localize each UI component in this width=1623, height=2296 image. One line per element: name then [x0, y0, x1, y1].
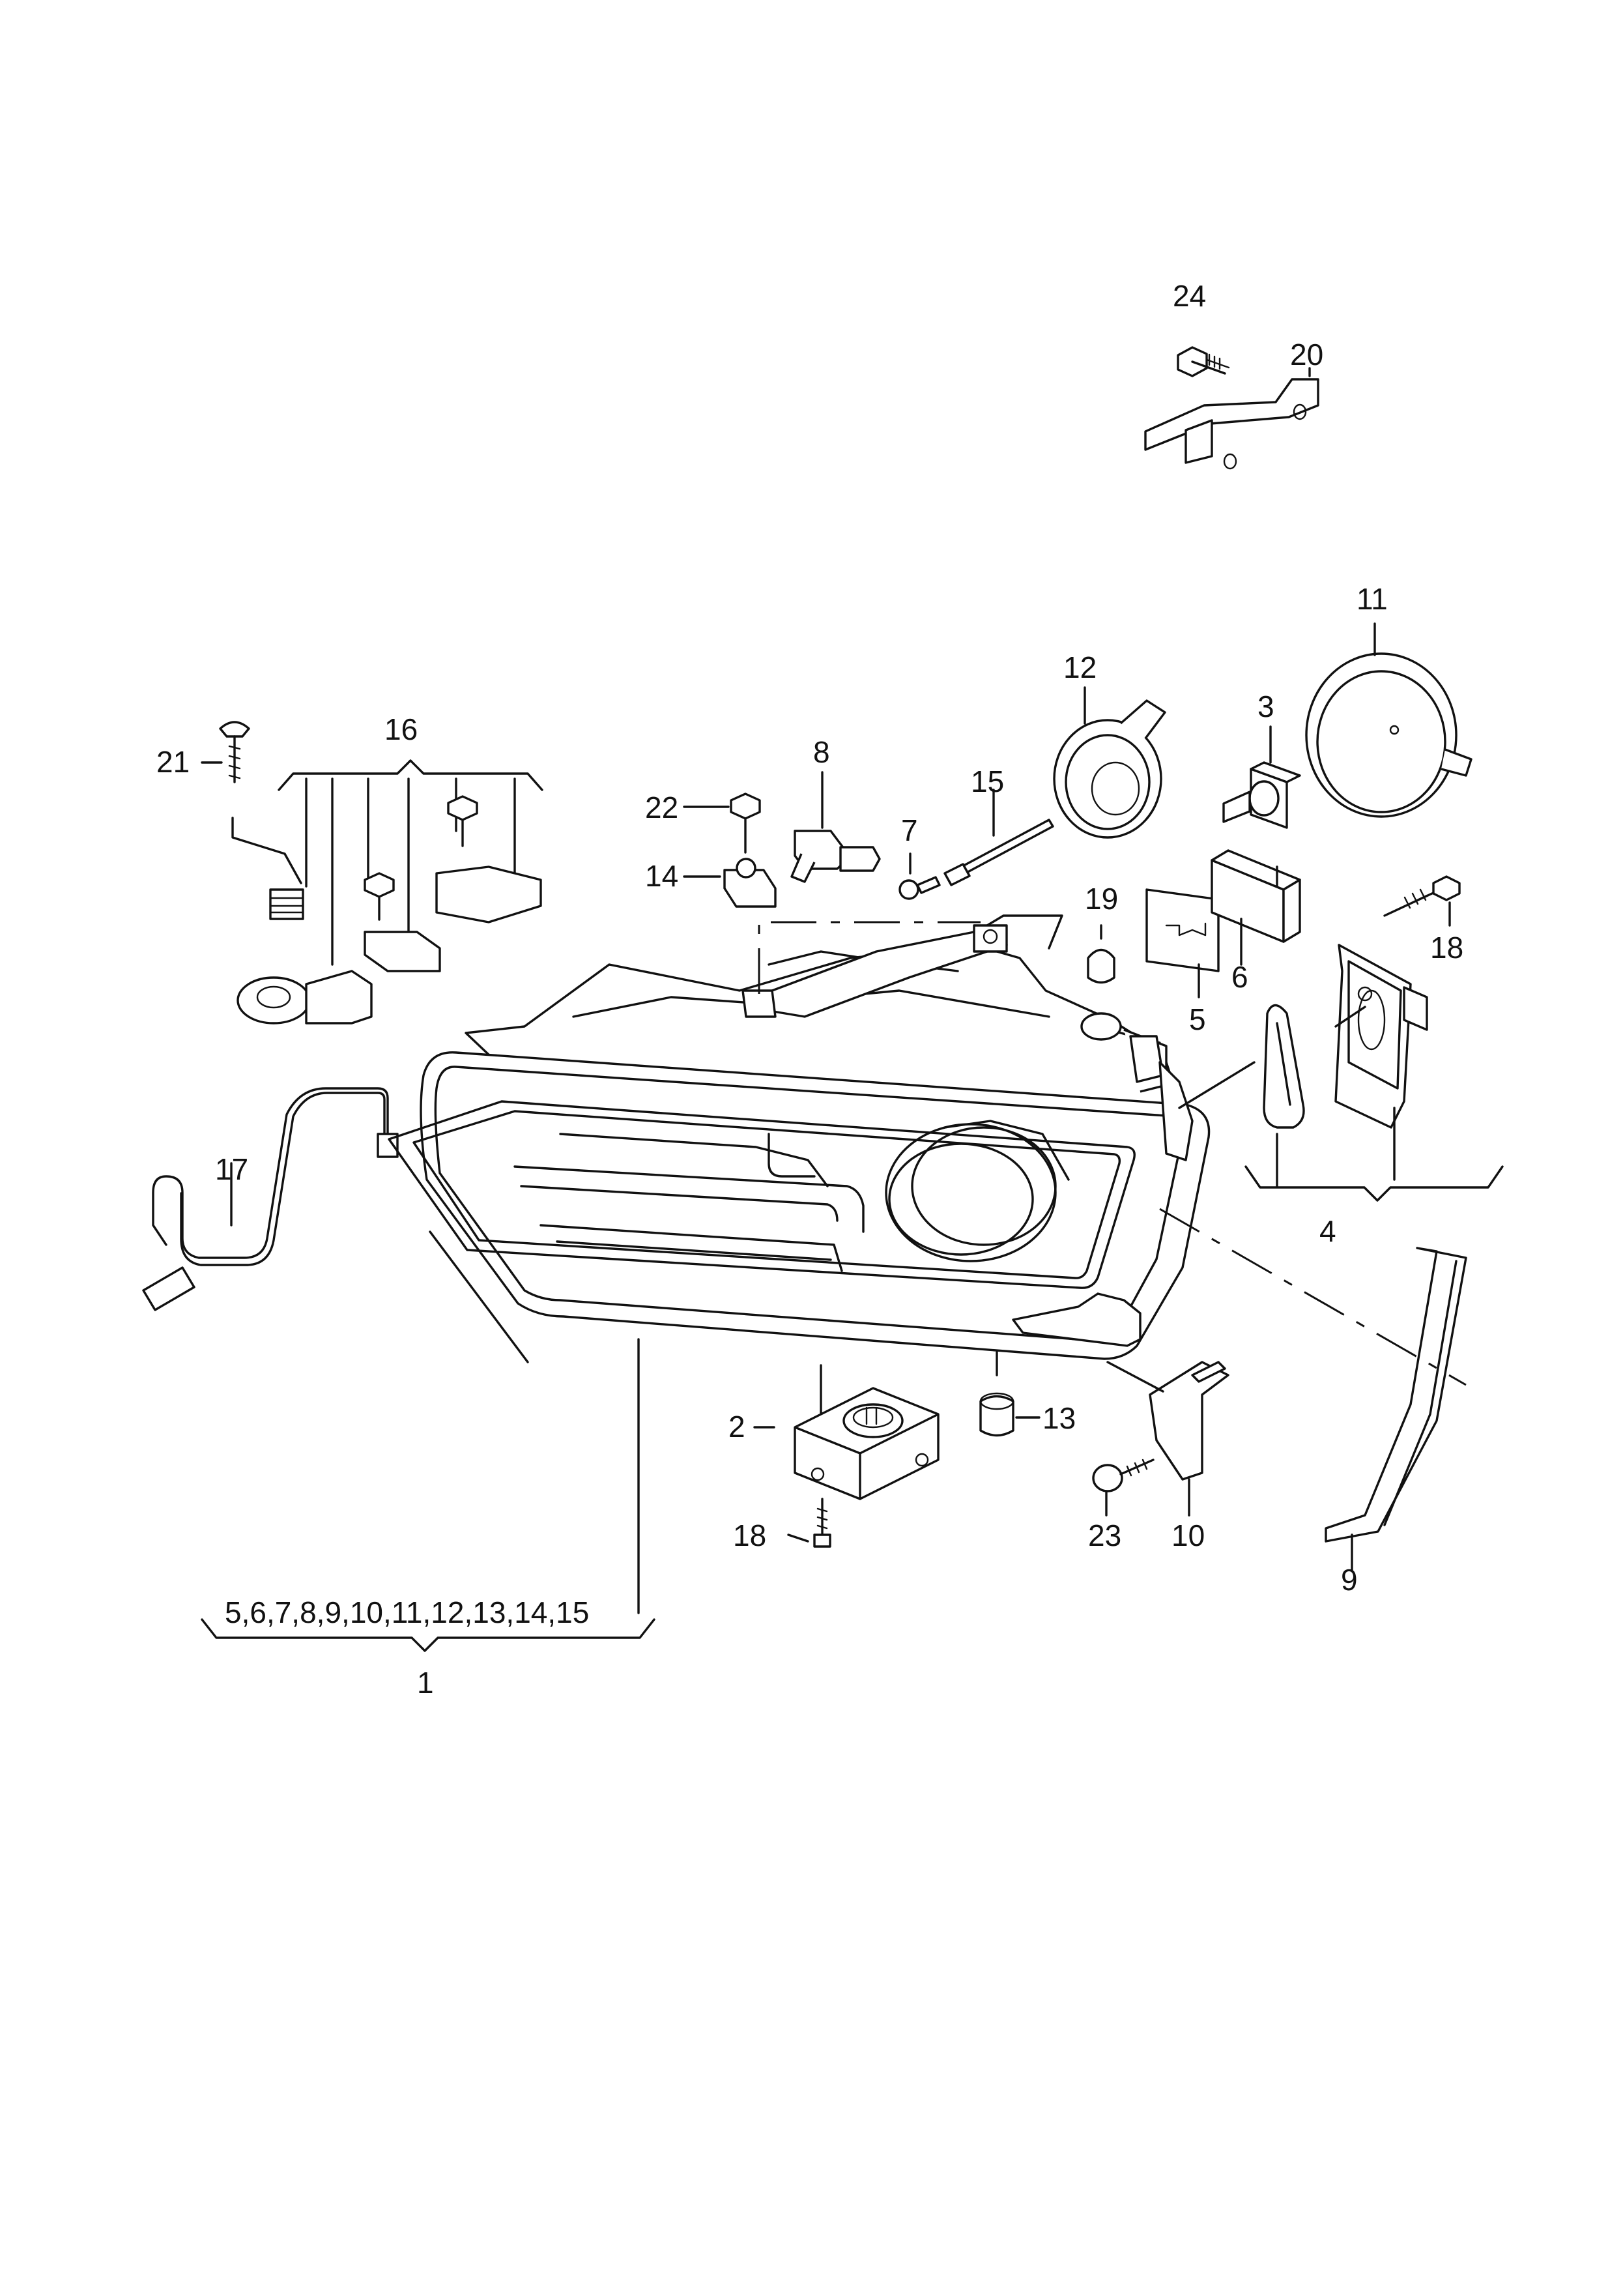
brace-16 — [278, 759, 543, 791]
part-19-plug — [1087, 924, 1115, 984]
part-5-label — [1145, 888, 1220, 998]
part-17-wire-harness — [142, 1087, 399, 1311]
part-4-cover-with-gasket — [1178, 944, 1504, 1202]
part-8-headlight-bulb — [790, 771, 881, 883]
part-20-bracket — [1144, 367, 1319, 470]
part-18-screw-upper — [1383, 875, 1461, 927]
leader-lines — [201, 761, 1467, 1652]
part-11-housing-cap — [1305, 622, 1472, 818]
label-18-lower: 18 — [733, 1519, 766, 1552]
label-group-1: 5,6,7,8,9,10,11,12,13,14,15 — [225, 1595, 589, 1629]
label-6: 6 — [1231, 960, 1248, 994]
label-22: 22 — [645, 791, 678, 824]
label-21: 21 — [156, 745, 190, 779]
label-24: 24 — [1173, 279, 1206, 313]
part-6-module — [1211, 849, 1301, 966]
part-16-adjusting-elements — [231, 777, 542, 1024]
part-24-bolt — [1177, 346, 1230, 377]
label-7: 7 — [901, 813, 918, 847]
part-3-bulb-socket — [1222, 725, 1301, 829]
label-2: 2 — [728, 1410, 745, 1444]
part-1-headlight-assembly — [388, 914, 1211, 1363]
label-20: 20 — [1290, 338, 1323, 371]
label-4: 4 — [1319, 1214, 1336, 1248]
part-7-small-bulb — [898, 852, 941, 900]
part-13-cap — [979, 1351, 1014, 1437]
part-14-clip-nut — [723, 858, 777, 908]
part-21-tapping-screw — [219, 721, 250, 783]
label-14: 14 — [645, 859, 678, 893]
label-18-upper: 18 — [1430, 931, 1463, 965]
label-19: 19 — [1085, 882, 1118, 916]
label-1: 1 — [417, 1666, 434, 1700]
part-10-bracket — [1106, 1361, 1229, 1517]
part-9-trim-strip — [1325, 1247, 1467, 1572]
label-11: 11 — [1357, 582, 1388, 616]
part-23-screw — [1092, 1459, 1155, 1517]
label-3: 3 — [1257, 690, 1274, 723]
part-18-screw-lower — [813, 1498, 831, 1548]
brace-1 — [201, 1618, 655, 1652]
label-10: 10 — [1171, 1519, 1205, 1552]
label-5: 5 — [1189, 1002, 1206, 1036]
label-16: 16 — [384, 712, 418, 746]
leader-18-lower — [787, 1533, 809, 1543]
part-12-ring-cover — [1053, 686, 1166, 839]
label-17: 17 — [215, 1152, 248, 1186]
part-22-screw — [730, 792, 761, 854]
label-23: 23 — [1088, 1519, 1121, 1552]
part-15-adjuster-shaft — [943, 789, 1054, 886]
label-15: 15 — [971, 764, 1004, 798]
label-9: 9 — [1341, 1563, 1358, 1597]
callout-labels: 24 20 11 12 3 16 21 8 15 22 7 14 19 18 6… — [156, 279, 1463, 1700]
label-12: 12 — [1063, 650, 1097, 684]
label-13: 13 — [1042, 1401, 1076, 1435]
label-8: 8 — [813, 735, 830, 769]
part-2-control-unit — [794, 1364, 940, 1500]
